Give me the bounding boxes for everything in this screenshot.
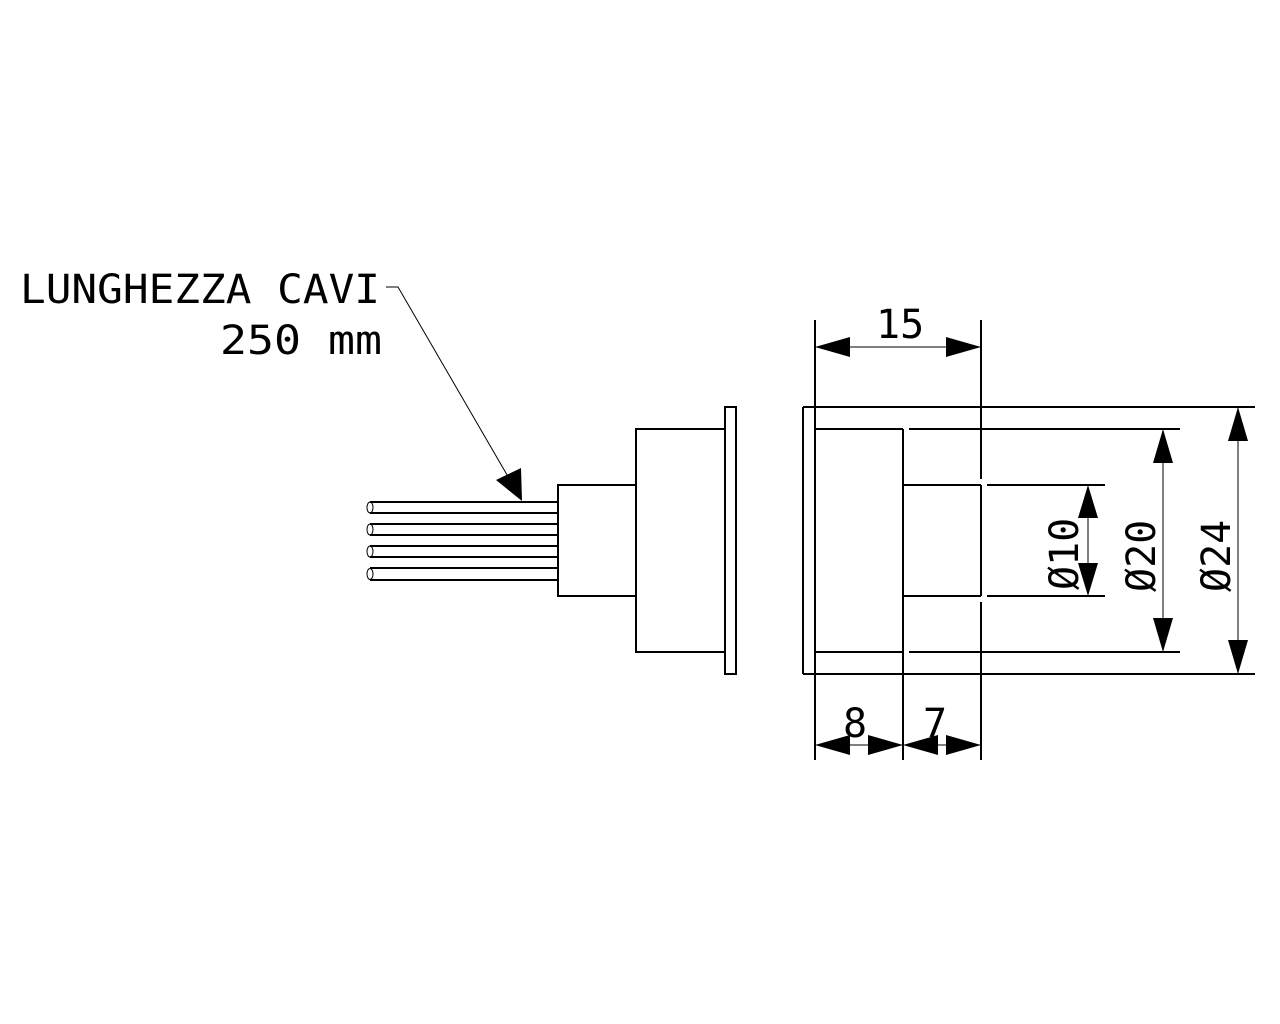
- cable-length-value: 250 mm: [220, 318, 382, 364]
- dimension-diameter-mid: Ø20: [1119, 429, 1173, 652]
- dimension-diameter-inner: Ø10: [1042, 485, 1098, 596]
- dimension-text: 7: [923, 701, 947, 747]
- dimension-text: 15: [876, 302, 924, 348]
- section-view: [802, 320, 1255, 760]
- dimension-text: Ø10: [1042, 518, 1088, 590]
- cable-length-label: LUNGHEZZA CAVI: [20, 267, 380, 313]
- wire: [366, 545, 558, 558]
- dimension-diameter-outer: Ø24: [1194, 407, 1248, 674]
- sensor-body: [635, 428, 726, 653]
- wire: [366, 523, 558, 536]
- wires: [366, 501, 558, 581]
- dimension-text: 8: [843, 701, 867, 747]
- dimension-text: Ø24: [1194, 520, 1240, 592]
- cable-gland: [557, 484, 637, 597]
- wire: [366, 567, 558, 581]
- wire: [366, 501, 558, 514]
- dimension-length-a: 8: [815, 701, 903, 755]
- dimension-length-b: 7: [903, 701, 981, 755]
- sensor-flange: [724, 406, 737, 675]
- leader-line: [386, 286, 522, 501]
- dimension-text: Ø20: [1119, 520, 1165, 592]
- dimension-length-total: 15: [815, 302, 981, 357]
